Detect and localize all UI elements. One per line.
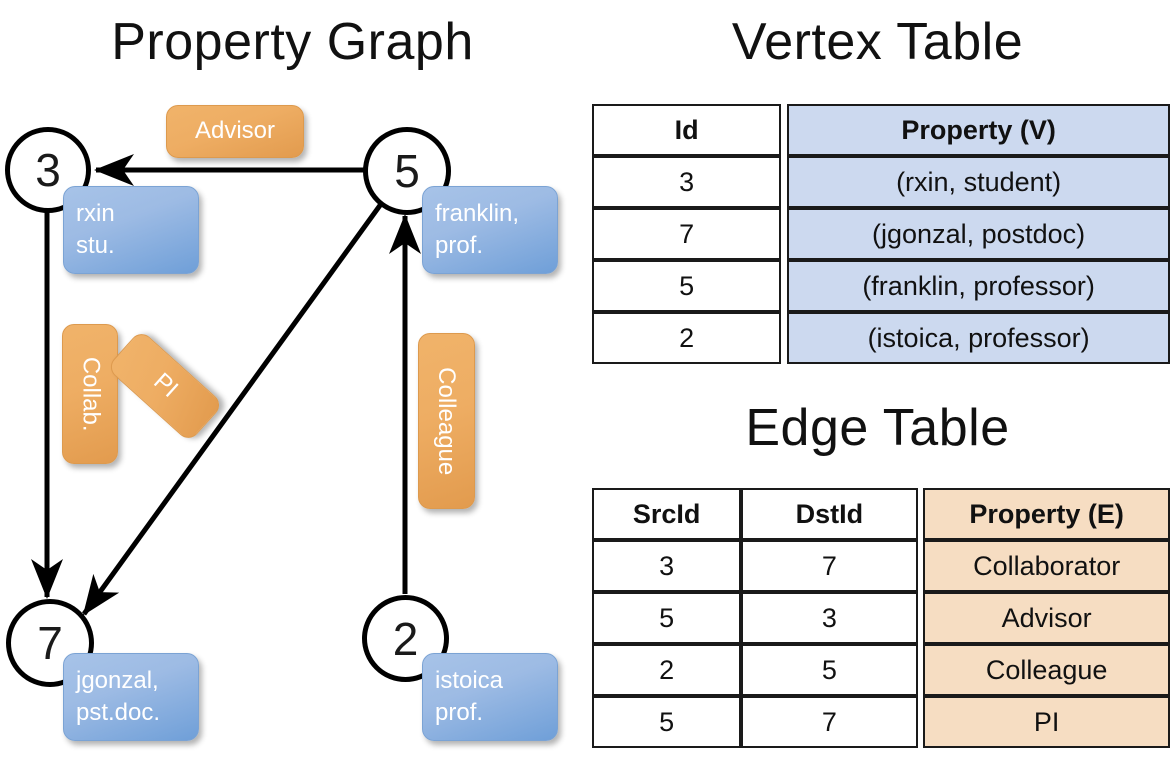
edge-label-collab: Collab. xyxy=(77,356,105,432)
vertex-table-header-row: Id Property (V) xyxy=(592,104,1170,156)
graph-node-5-label: 5 xyxy=(394,145,420,197)
edge-label-pi: PI xyxy=(147,367,183,404)
table-row[interactable]: 7 (jgonzal, postdoc) xyxy=(592,208,1170,260)
column-gap xyxy=(781,104,788,156)
node-property-line-1: istoica xyxy=(435,666,504,694)
vertex-cell-property: (rxin, student) xyxy=(787,156,1170,208)
table-row[interactable]: 5 (franklin, professor) xyxy=(592,260,1170,312)
column-gap xyxy=(917,592,924,644)
graph-edges-svg xyxy=(31,154,421,616)
edge-cell-property: Collaborator xyxy=(923,540,1170,592)
node-property-box-istoica[interactable]: istoica prof. xyxy=(422,653,558,741)
table-row[interactable]: 5 3 Advisor xyxy=(592,592,1170,644)
node-property-line-1: franklin, xyxy=(435,199,520,227)
node-property-line-2: pst.doc. xyxy=(76,699,161,726)
vertex-cell-property: (jgonzal, postdoc) xyxy=(787,208,1170,260)
node-property-box-rxin[interactable]: rxin stu. xyxy=(63,186,199,274)
edge-cell-property: Advisor xyxy=(923,592,1170,644)
vertex-cell-property: (istoica, professor) xyxy=(787,312,1170,364)
node-property-line-2: stu. xyxy=(76,232,115,259)
edge-cell-property: Colleague xyxy=(923,644,1170,696)
edge-table-header-row: SrcId DstId Property (E) xyxy=(592,488,1170,540)
vertex-cell-property: (franklin, professor) xyxy=(787,260,1170,312)
vertex-cell-id: 7 xyxy=(592,208,782,260)
vertex-cell-id: 2 xyxy=(592,312,782,364)
edge-table-header-dstid: DstId xyxy=(741,488,918,540)
edge-cell-dstid: 3 xyxy=(741,592,918,644)
table-row[interactable]: 2 (istoica, professor) xyxy=(592,312,1170,364)
column-gap xyxy=(917,644,924,696)
node-property-line-2: prof. xyxy=(435,232,484,259)
vertex-table-header-property: Property (V) xyxy=(787,104,1170,156)
node-property-box-jgonzal[interactable]: jgonzal, pst.doc. xyxy=(63,653,199,741)
edge-table: SrcId DstId Property (E) 3 7 Collaborato… xyxy=(592,488,1170,748)
column-gap xyxy=(781,260,788,312)
graph-node-3-label: 3 xyxy=(35,144,61,196)
column-gap xyxy=(917,488,924,540)
edge-cell-srcid: 2 xyxy=(592,644,742,696)
edge-label-box-collab[interactable]: Collab. xyxy=(62,324,118,464)
edge-label-colleague: Colleague xyxy=(433,366,461,476)
edge-pi-5-to-7 xyxy=(81,202,384,616)
graph-node-2-label: 2 xyxy=(392,612,419,665)
table-row[interactable]: 2 5 Colleague xyxy=(592,644,1170,696)
edge-cell-property: PI xyxy=(923,696,1170,748)
graph-node-7-label: 7 xyxy=(37,617,63,669)
page-title-edge-table: Edge Table xyxy=(745,399,1010,457)
table-row[interactable]: 3 (rxin, student) xyxy=(592,156,1170,208)
vertex-table: Id Property (V) 3 (rxin, student) 7 (jgo… xyxy=(592,104,1170,364)
table-row[interactable]: 3 7 Collaborator xyxy=(592,540,1170,592)
table-row[interactable]: 5 7 PI xyxy=(592,696,1170,748)
graph-node-5[interactable]: 5 xyxy=(363,127,451,215)
edge-cell-srcid: 3 xyxy=(592,540,742,592)
edge-label-box-advisor[interactable]: Advisor xyxy=(166,105,304,158)
column-gap xyxy=(917,696,924,748)
page-title-property-graph: Property Graph xyxy=(111,13,474,71)
edge-table-header-property: Property (E) xyxy=(923,488,1170,540)
vertex-cell-id: 3 xyxy=(592,156,782,208)
vertex-cell-id: 5 xyxy=(592,260,782,312)
graph-node-2[interactable]: 2 xyxy=(362,595,449,682)
edge-cell-srcid: 5 xyxy=(592,592,742,644)
edge-label-box-colleague[interactable]: Colleague xyxy=(418,333,475,509)
column-gap xyxy=(781,208,788,260)
property-graph-panel: Property Graph 3 5 7 2 rxin stu. frankli… xyxy=(5,13,558,741)
column-gap xyxy=(781,312,788,364)
vertex-table-header-id: Id xyxy=(592,104,782,156)
node-property-line-1: jgonzal, xyxy=(76,666,159,694)
node-property-line-2: prof. xyxy=(435,699,484,726)
node-property-box-franklin[interactable]: franklin, prof. xyxy=(422,186,558,274)
edge-cell-dstid: 7 xyxy=(741,540,918,592)
column-gap xyxy=(781,156,788,208)
node-property-line-1: rxin xyxy=(76,199,115,227)
edge-cell-dstid: 5 xyxy=(741,644,918,696)
edge-label-advisor: Advisor xyxy=(194,117,276,145)
edge-cell-srcid: 5 xyxy=(592,696,742,748)
edge-table-header-srcid: SrcId xyxy=(592,488,742,540)
edge-cell-dstid: 7 xyxy=(741,696,918,748)
page-title-vertex-table: Vertex Table xyxy=(731,13,1024,71)
column-gap xyxy=(917,540,924,592)
